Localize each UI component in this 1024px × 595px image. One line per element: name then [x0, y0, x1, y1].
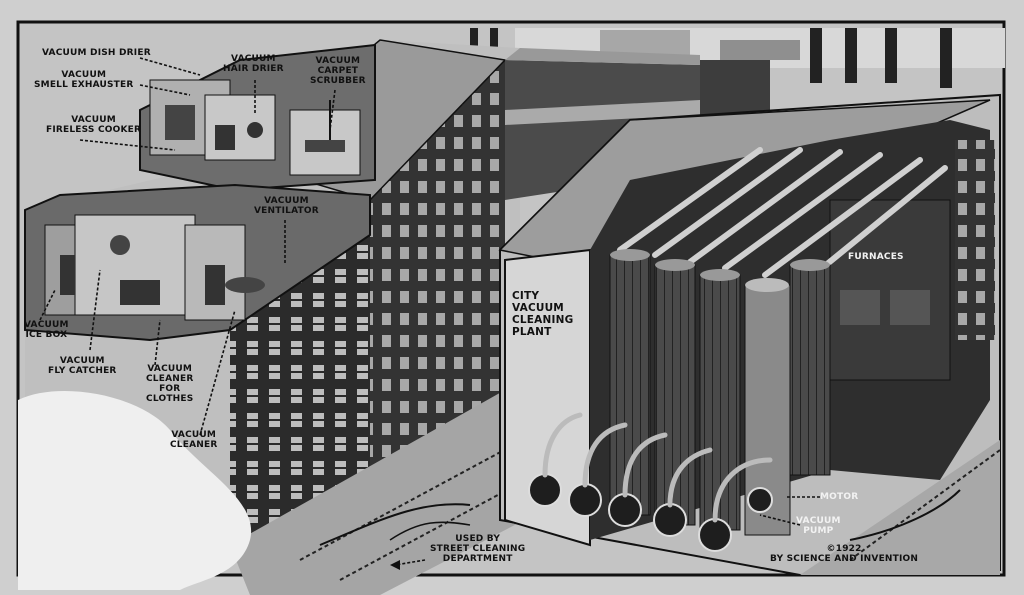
label-copyright: ©1922 BY SCIENCE AND INVENTION — [770, 544, 919, 564]
cloud — [18, 391, 252, 590]
label-ice-box: VACUUM ICE BOX — [24, 320, 69, 340]
label-street-cleaning: USED BY STREET CLEANING DEPARTMENT — [430, 534, 526, 564]
label-furnaces: FURNACES — [848, 252, 904, 262]
vacuum-pumps — [528, 473, 773, 552]
apartment-side-facade — [370, 60, 505, 505]
label-motor: MOTOR — [820, 492, 859, 502]
label-carpet-scrubber: VACUUM CARPET SCRUBBER — [310, 56, 366, 86]
label-ventilator: VACUUM VENTILATOR — [254, 196, 319, 216]
label-fireless-cooker: VACUUM FIRELESS COOKER — [46, 115, 142, 135]
label-hair-drier: VACUUM HAIR DRIER — [223, 54, 284, 74]
label-dish-drier: VACUUM DISH DRIER — [42, 48, 151, 58]
label-smell-exhauster: VACUUM SMELL EXHAUSTER — [34, 70, 134, 90]
vacuum-tanks — [609, 249, 831, 536]
label-vacuum-pump: VACUUM PUMP — [796, 516, 841, 536]
label-fly-catcher: VACUUM FLY CATCHER — [48, 356, 117, 376]
label-vacuum-cleaner: VACUUM CLEANER — [170, 430, 218, 450]
label-cleaner-for-clothes: VACUUM CLEANER FOR CLOTHES — [146, 364, 194, 404]
label-city-plant: CITY VACUUM CLEANING PLANT — [512, 290, 574, 338]
